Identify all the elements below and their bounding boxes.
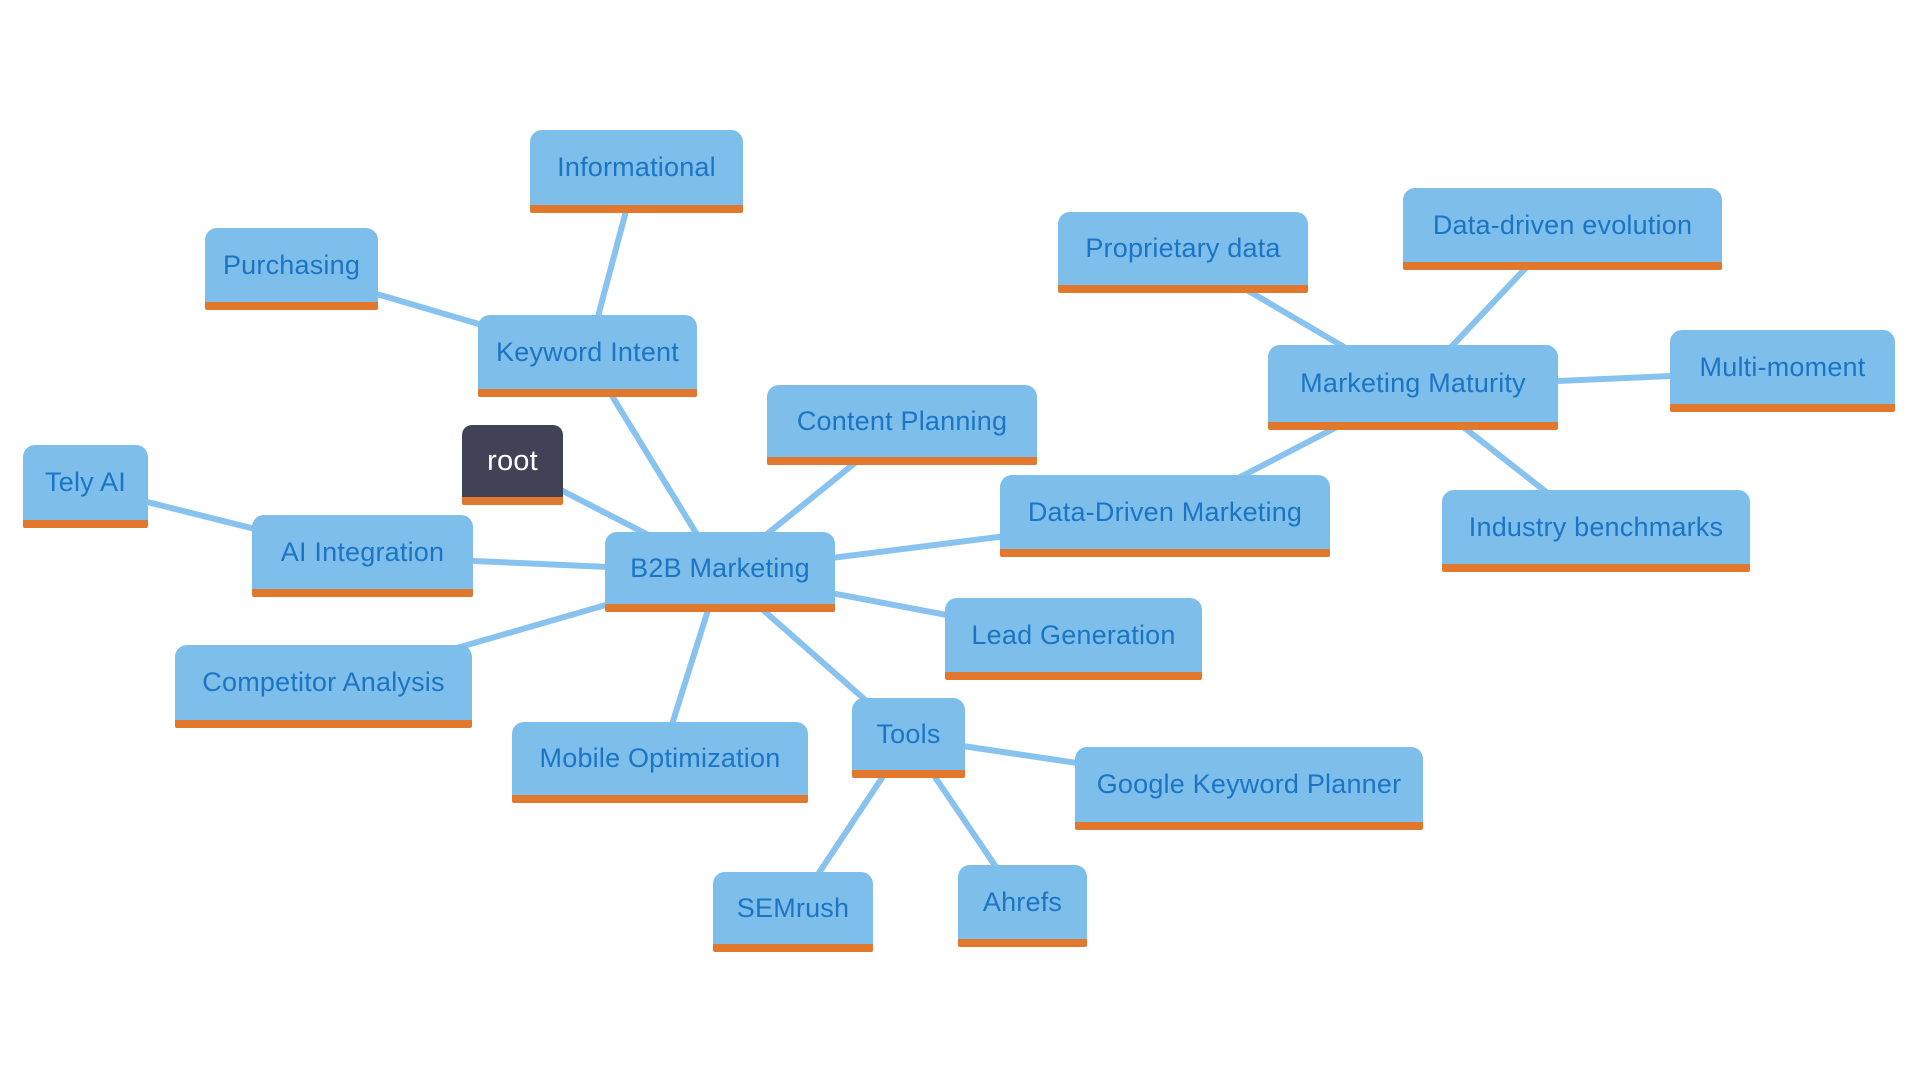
node-tools-label: Tools [876,718,941,749]
node-purchasing-label: Purchasing [222,249,361,280]
node-keyword-intent-label: Keyword Intent [496,336,679,367]
node-marketing-maturity[interactable]: Marketing Maturity [1268,345,1558,430]
node-google-keyword-planner[interactable]: Google Keyword Planner [1075,747,1423,830]
node-content-planning-label: Content Planning [796,405,1008,436]
node-purchasing[interactable]: Purchasing [205,228,378,310]
node-google-keyword-planner-label: Google Keyword Planner [1096,769,1402,799]
node-industry-benchmarks[interactable]: Industry benchmarks [1442,490,1750,572]
node-data-driven-marketing[interactable]: Data-Driven Marketing [1000,475,1330,557]
node-ahrefs[interactable]: Ahrefs [958,865,1087,947]
node-competitor-analysis-label: Competitor Analysis [202,667,445,697]
node-competitor-analysis[interactable]: Competitor Analysis [175,645,472,728]
node-tely-ai[interactable]: Tely AI [23,445,148,528]
node-marketing-maturity-label: Marketing Maturity [1300,368,1526,398]
node-b2b-marketing[interactable]: B2B Marketing [605,532,835,612]
node-multi-moment[interactable]: Multi-moment [1670,330,1895,412]
node-lead-generation-label: Lead Generation [971,619,1176,650]
node-mobile-optimization[interactable]: Mobile Optimization [512,722,808,803]
node-informational-label: Informational [557,152,716,182]
node-tools[interactable]: Tools [852,698,965,778]
node-root-label: root [487,444,538,477]
node-informational[interactable]: Informational [530,130,743,213]
node-ahrefs-label: Ahrefs [982,886,1063,917]
node-proprietary-data-label: Proprietary data [1085,233,1281,263]
node-root[interactable]: root [462,425,563,505]
node-industry-benchmarks-label: Industry benchmarks [1468,511,1724,542]
node-mobile-optimization-label: Mobile Optimization [539,743,781,773]
node-content-planning[interactable]: Content Planning [767,385,1037,465]
node-lead-generation[interactable]: Lead Generation [945,598,1202,680]
node-data-driven-marketing-label: Data-Driven Marketing [1027,496,1303,527]
node-data-driven-evolution-label: Data-driven evolution [1432,209,1693,240]
node-proprietary-data[interactable]: Proprietary data [1058,212,1308,293]
node-keyword-intent[interactable]: Keyword Intent [478,315,697,397]
node-semrush[interactable]: SEMrush [713,872,873,952]
node-multi-moment-label: Multi-moment [1699,351,1866,382]
node-data-driven-evolution[interactable]: Data-driven evolution [1403,188,1722,270]
node-ai-integration-label: AI Integration [280,536,445,567]
node-b2b-marketing-label: B2B Marketing [630,552,810,583]
node-semrush-label: SEMrush [736,892,850,923]
node-tely-ai-label: Tely AI [45,467,126,497]
node-ai-integration[interactable]: AI Integration [252,515,473,597]
